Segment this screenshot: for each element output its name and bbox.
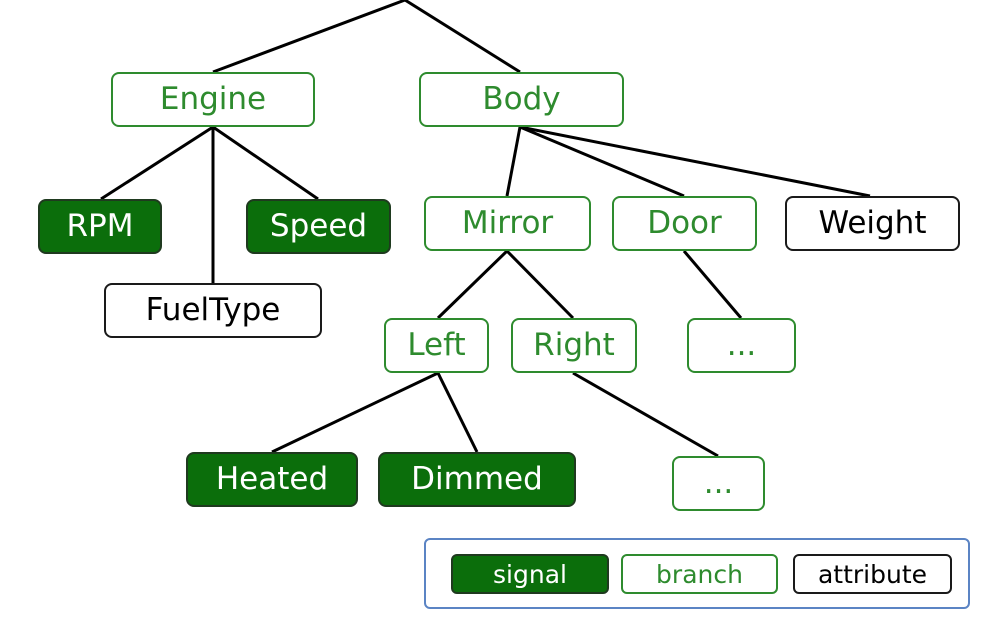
node-speed: Speed (246, 199, 391, 254)
edge-mirror-left (436, 249, 509, 320)
edge-body-mirror (505, 126, 522, 197)
node-heated: Heated (186, 452, 358, 507)
node-mirror: Mirror (424, 196, 591, 251)
node-engine: Engine (111, 72, 315, 127)
edge-engine-speed (212, 125, 319, 201)
edge-left-heated (271, 371, 439, 454)
edge-body-door (519, 125, 685, 198)
edge-door-door_more (682, 250, 743, 319)
edge-root-engine (212, 0, 406, 74)
legend: signal branch attribute (424, 538, 970, 609)
edge-engine-rpm (100, 125, 214, 201)
node-weight: Weight (785, 196, 960, 251)
node-dimmed: Dimmed (378, 452, 576, 507)
edge-root-body (404, 0, 521, 74)
node-left: Left (384, 318, 489, 373)
legend-signal: signal (451, 554, 609, 594)
legend-attribute: attribute (793, 554, 952, 594)
node-door: Door (612, 196, 757, 251)
node-door-more: ... (687, 318, 796, 373)
node-body: Body (419, 72, 624, 127)
edge-mirror-right (505, 249, 575, 320)
node-right: Right (511, 318, 637, 373)
legend-branch: branch (621, 554, 778, 594)
edge-left-dimmed (436, 372, 479, 453)
edge-body-weight (519, 125, 871, 198)
edge-right-right_more (572, 371, 719, 458)
node-rpm: RPM (38, 199, 162, 254)
node-fueltype: FuelType (104, 283, 322, 338)
node-right-more: ... (672, 456, 765, 511)
